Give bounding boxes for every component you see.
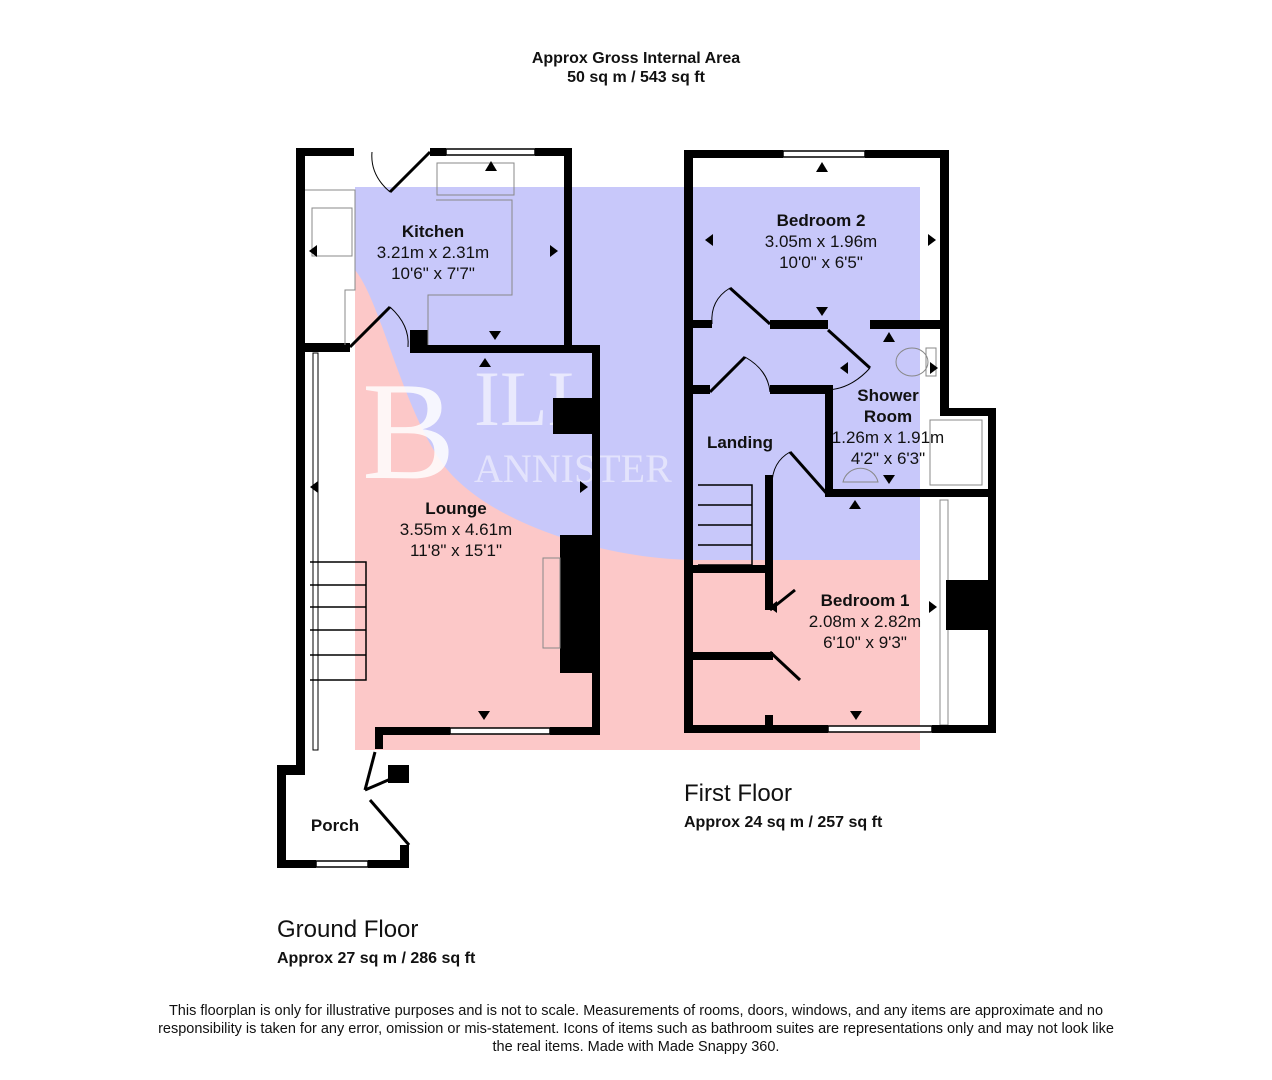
- gross-area-value: 50 sq m / 543 sq ft: [567, 69, 705, 86]
- first-floor-area: Approx 24 sq m / 257 sq ft: [684, 814, 883, 831]
- room-imperial: 11'8" x 15'1": [410, 541, 502, 560]
- room-name: Room: [863, 407, 913, 426]
- first-floor-walls: [684, 150, 996, 733]
- disclaimer: This floorplan is only for illustrative …: [158, 1003, 1114, 1055]
- measurement-arrows: [309, 161, 938, 720]
- room-bedroom-1: Bedroom 1 2.08m x 2.82m 6'10" x 9'3": [809, 590, 921, 653]
- room-name: Landing: [706, 433, 774, 452]
- room-metric: 3.55m x 4.61m: [399, 520, 513, 539]
- watermark-blue: [355, 187, 920, 560]
- ground-floor-walls: [277, 148, 600, 868]
- room-metric: 3.21m x 2.31m: [376, 243, 490, 262]
- room-name: Bedroom 2: [776, 211, 866, 230]
- room-imperial: 10'0" x 6'5": [779, 253, 863, 272]
- watermark-annister: ANNISTER: [474, 446, 672, 491]
- room-kitchen: Kitchen 3.21m x 2.31m 10'6" x 7'7": [377, 221, 489, 284]
- room-name: Kitchen: [401, 222, 465, 241]
- room-landing: Landing: [707, 432, 773, 453]
- room-name: Lounge: [425, 499, 487, 518]
- room-name: Bedroom 1: [820, 591, 910, 610]
- room-shower-room: Shower Room 1.26m x 1.91m 4'2" x 6'3": [832, 385, 944, 469]
- room-metric: 3.05m x 1.96m: [764, 232, 878, 251]
- ground-floor-title: Ground Floor: [277, 916, 419, 943]
- room-name: Porch: [310, 816, 360, 835]
- room-lounge: Lounge 3.55m x 4.61m 11'8" x 15'1": [400, 498, 512, 561]
- first-floor-title: First Floor: [684, 780, 792, 807]
- room-imperial: 6'10" x 9'3": [823, 633, 907, 652]
- watermark-letter-b: B: [362, 354, 455, 509]
- stairs: [310, 484, 753, 681]
- room-imperial: 4'2" x 6'3": [850, 449, 926, 468]
- room-imperial: 10'6" x 7'7": [391, 264, 475, 283]
- room-bedroom-2: Bedroom 2 3.05m x 1.96m 10'0" x 6'5": [765, 210, 877, 273]
- gross-area-title: Approx Gross Internal Area: [531, 50, 741, 67]
- room-name: Shower: [857, 386, 919, 405]
- room-porch: Porch: [311, 815, 359, 836]
- room-metric: 2.08m x 2.82m: [808, 612, 922, 631]
- room-metric: 1.26m x 1.91m: [831, 428, 945, 447]
- ground-floor-area: Approx 27 sq m / 286 sq ft: [277, 950, 476, 967]
